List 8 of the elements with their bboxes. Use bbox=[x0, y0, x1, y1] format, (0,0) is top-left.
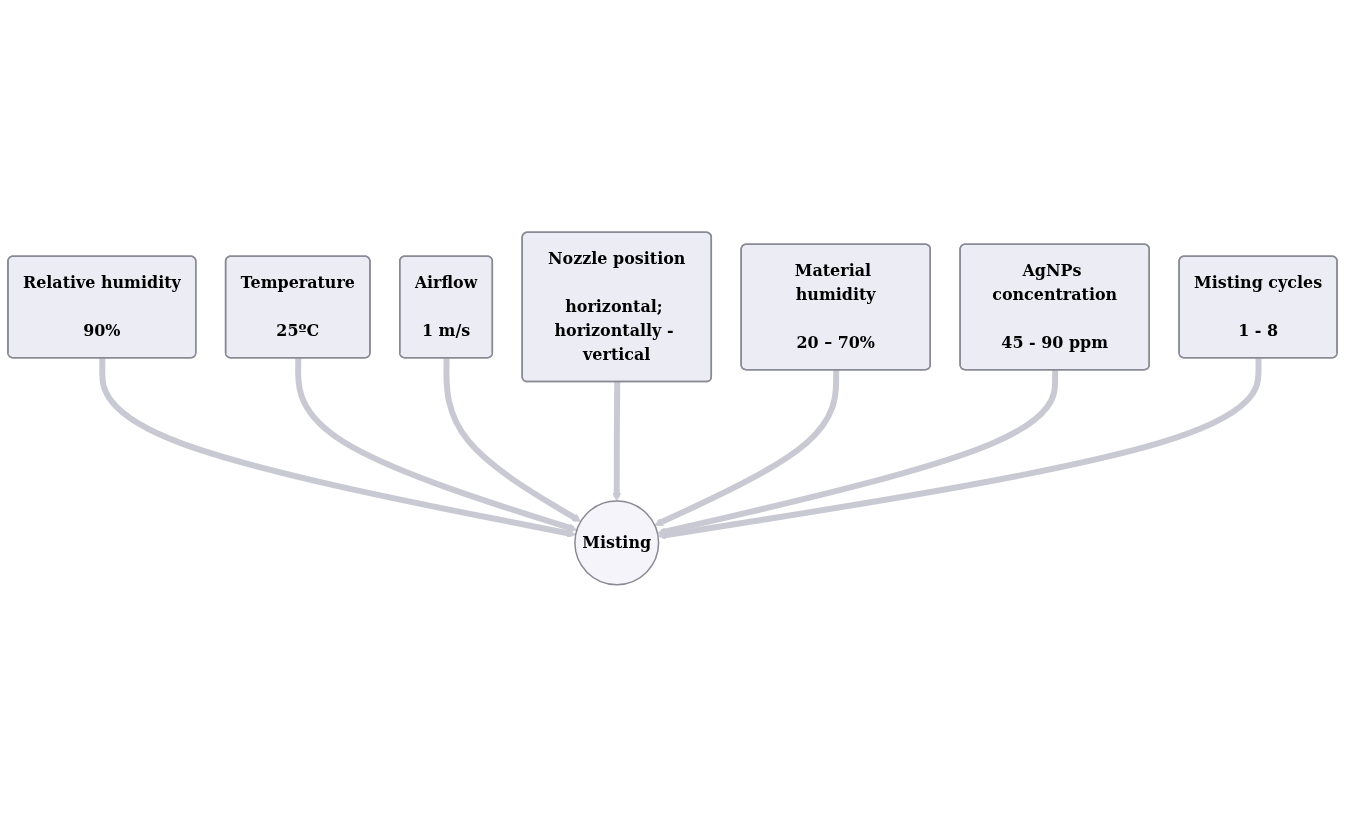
arrow bbox=[657, 358, 1262, 540]
arrow bbox=[612, 382, 622, 502]
arrow bbox=[654, 370, 840, 527]
arrow bbox=[295, 358, 578, 532]
arrow bbox=[443, 358, 582, 522]
arrow bbox=[657, 370, 1059, 536]
node-circle: Misting bbox=[574, 500, 660, 586]
arrow bbox=[99, 358, 577, 538]
